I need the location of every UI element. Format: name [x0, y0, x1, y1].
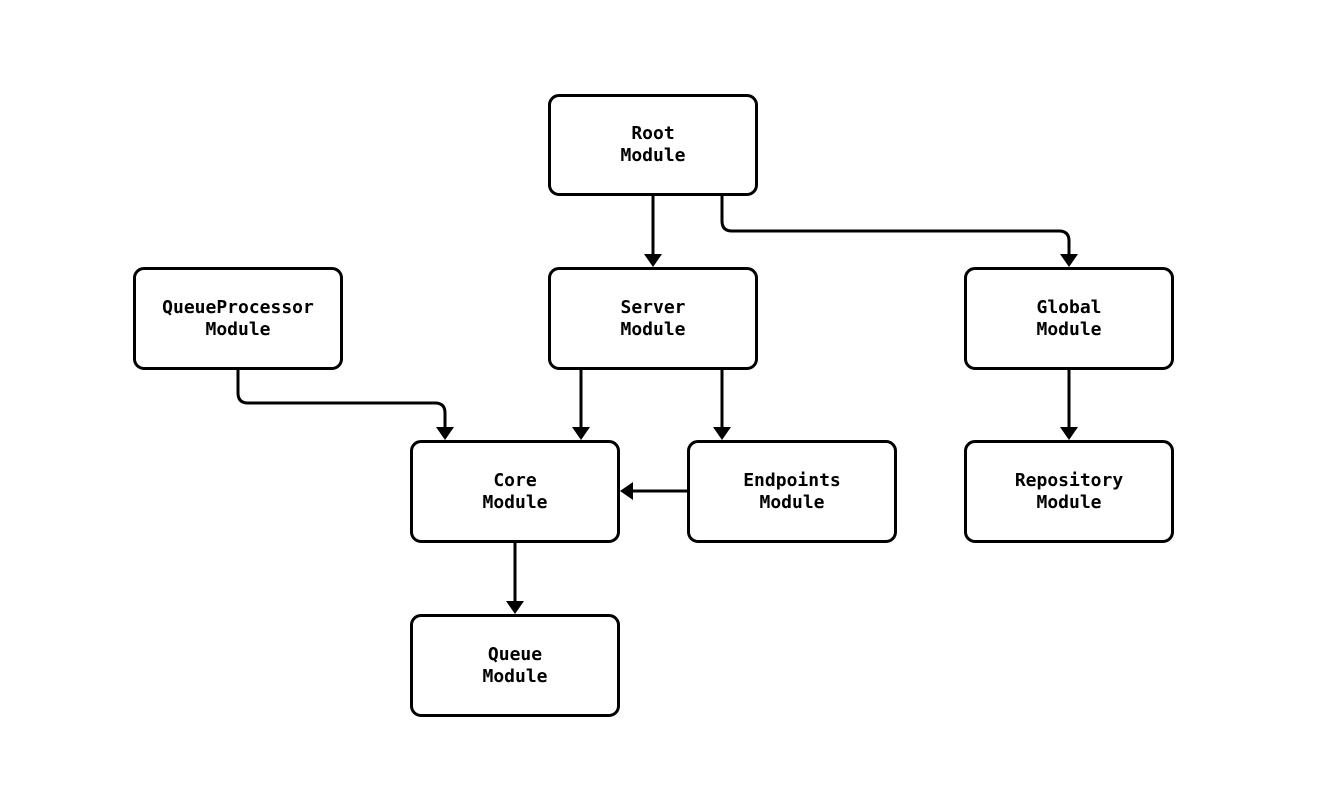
node-queueprocessor-label-line1: QueueProcessor [162, 296, 314, 318]
node-queue-label-line1: Queue [487, 643, 543, 665]
node-global-label-line2: Module [1036, 318, 1102, 340]
edge-root-to-server [644, 196, 662, 267]
node-repository-label-line1: Repository [1014, 469, 1124, 491]
arrowhead-icon [506, 601, 524, 614]
edge-queueprocessor-to-core [236, 370, 454, 440]
node-core-label-line2: Module [482, 491, 548, 513]
edge-endpoints-to-core [620, 482, 687, 500]
node-queue-label-line2: Module [482, 665, 548, 687]
arrowhead-icon [1060, 254, 1078, 267]
edge-server-to-endpoints [713, 370, 731, 440]
arrowhead-icon [436, 427, 454, 440]
edge-line [720, 196, 1071, 258]
edge-root-to-global [720, 196, 1078, 267]
arrowhead-icon [713, 427, 731, 440]
node-core-label-line1: Core [493, 469, 537, 491]
edge-core-to-queue [506, 543, 524, 614]
edge-line [236, 370, 447, 431]
node-root-label-line2: Module [620, 145, 686, 166]
edge-global-to-repository [1060, 370, 1078, 440]
node-server-label-line2: Module [620, 318, 686, 340]
node-global-label-line1: Global [1036, 296, 1102, 318]
node-queueprocessor-label-line2: Module [205, 318, 271, 340]
node-repository-label-line2: Module [1036, 491, 1102, 513]
node-endpoints-label-line1: Endpoints [743, 469, 841, 491]
node-endpoints-label-line2: Module [759, 491, 825, 513]
node-root-label-line1: Root [631, 123, 675, 144]
arrowhead-icon [1060, 427, 1078, 440]
arrowhead-icon [620, 482, 633, 500]
node-server-label-line1: Server [620, 296, 686, 318]
arrowhead-icon [644, 254, 662, 267]
arrowhead-icon [572, 427, 590, 440]
edge-server-to-core [572, 370, 590, 440]
